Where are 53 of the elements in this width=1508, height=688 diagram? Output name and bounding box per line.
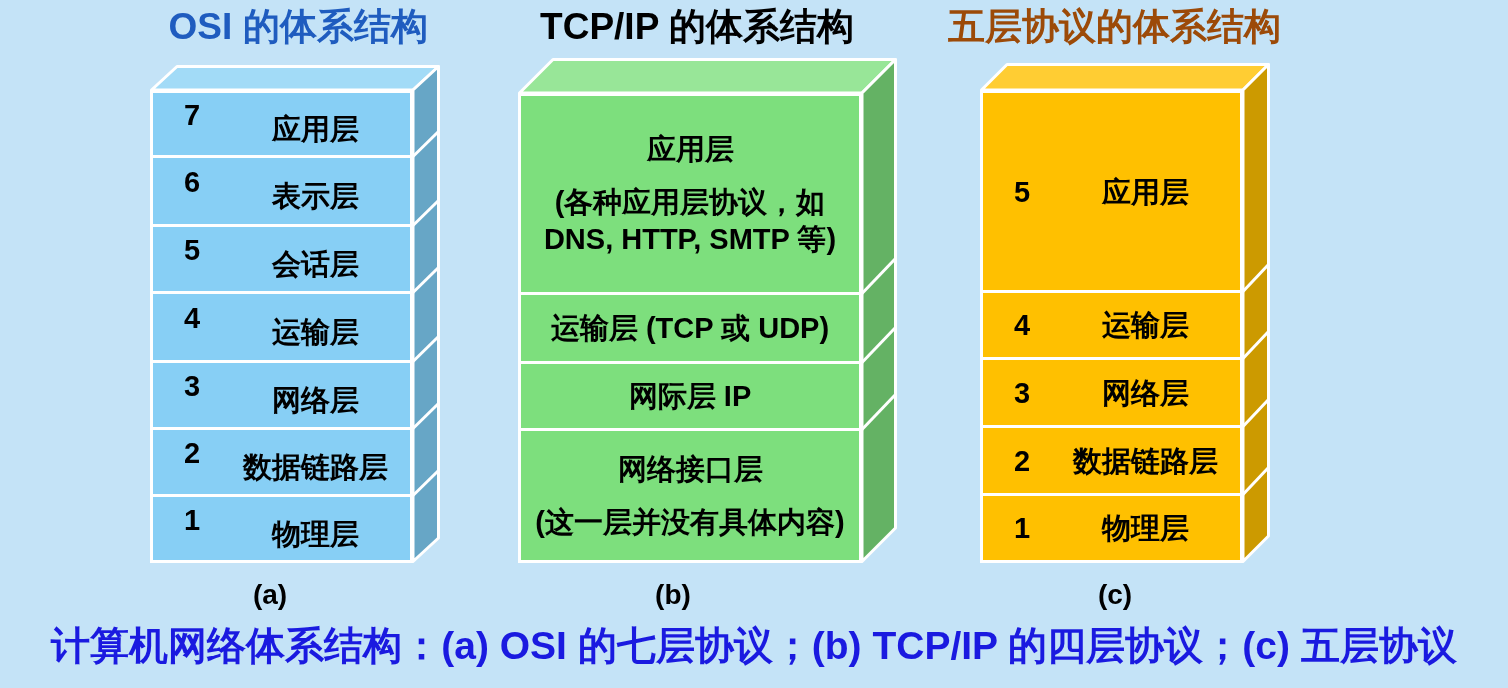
layer-description: (这一层并没有具体内容) [535, 504, 845, 540]
layer-box [980, 493, 1243, 563]
layer-description: (各种应用层协议，如 DNS, HTTP, SMTP 等) [542, 184, 838, 257]
layer-number: 5 [1013, 174, 1031, 209]
layer-name: 网络层 [271, 383, 359, 417]
layer-number: 1 [1013, 511, 1031, 545]
layer-number: 6 [183, 165, 201, 199]
layer-number: 3 [183, 369, 201, 403]
layer-box [150, 427, 413, 497]
layer-box [518, 93, 862, 295]
layer-number: 2 [1013, 443, 1031, 478]
subfigure-label: (c) [1097, 579, 1133, 611]
layer-name: 运输层 [1101, 308, 1189, 342]
layer-number: 1 [183, 502, 201, 537]
layer-name: 网络层 [1101, 375, 1189, 410]
layer-box [980, 425, 1243, 496]
layer-box [518, 428, 862, 563]
figure-caption: 计算机网络体系结构：(a) OSI 的七层协议；(b) TCP/IP 的四层协议；(c) 五层协议 [51, 624, 1457, 668]
layer-box [518, 292, 862, 364]
layer-name: 应用层 [1101, 174, 1189, 209]
layer-box [980, 290, 1243, 360]
layer-box [980, 357, 1243, 428]
layer-name: 表示层 [271, 179, 359, 213]
layer-name: 网络接口层 [617, 451, 763, 487]
layer-number: 7 [183, 98, 201, 132]
layer-name: 会话层 [271, 247, 359, 281]
layer-box [150, 224, 413, 294]
layer-box [150, 360, 413, 430]
subfigure-label: (b) [655, 579, 691, 611]
layer-name: 运输层 (TCP 或 UDP) [550, 310, 830, 346]
layer-name: 运输层 [271, 315, 359, 349]
layer-number: 4 [1013, 308, 1031, 342]
layer-box [150, 90, 413, 158]
layer-name: 网际层 IP [628, 378, 752, 414]
layer-name: 应用层 [646, 131, 734, 167]
layer-box [150, 494, 413, 563]
layer-name: 数据链路层 [1072, 443, 1218, 478]
stack-heading: OSI 的体系结构 [168, 6, 428, 48]
layer-box [150, 155, 413, 227]
layer-number: 5 [183, 233, 201, 267]
layer-name: 应用层 [271, 112, 359, 146]
layer-name: 数据链路层 [242, 450, 388, 484]
layer-box [980, 90, 1243, 293]
layer-box [518, 361, 862, 431]
stack-heading: TCP/IP 的体系结构 [540, 6, 854, 48]
stack-heading: 五层协议的体系结构 [947, 6, 1281, 48]
layer-name: 物理层 [271, 516, 359, 551]
layer-box [150, 291, 413, 363]
layer-number: 3 [1013, 375, 1031, 410]
subfigure-label: (a) [252, 579, 288, 611]
layer-number: 4 [183, 301, 201, 335]
layer-name: 物理层 [1101, 511, 1189, 545]
layer-number: 2 [183, 436, 201, 470]
